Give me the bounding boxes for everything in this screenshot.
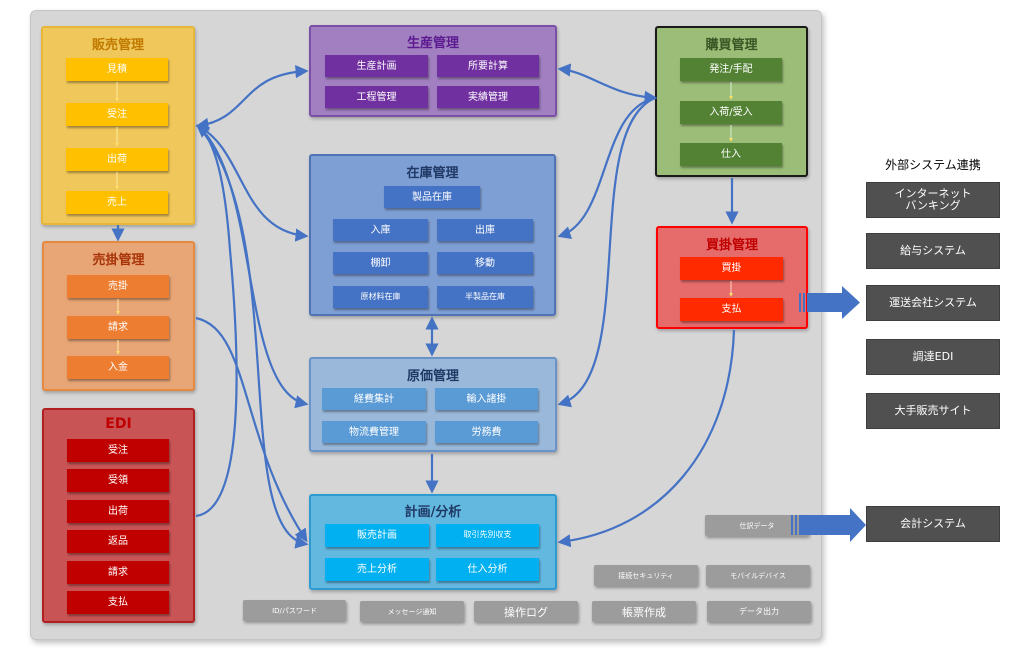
external-title: 外部システム連携 xyxy=(885,158,981,172)
inventory-item-semi[interactable]: 半製品在庫 xyxy=(437,286,533,308)
cost-item-import[interactable]: 輸入諸掛 xyxy=(435,388,538,410)
inventory-item-raw[interactable]: 原材料在庫 xyxy=(333,286,428,308)
inventory-item-receive[interactable]: 入庫 xyxy=(333,219,428,241)
ap-item-payment[interactable]: 支払 xyxy=(680,298,783,321)
inventory-item-transfer[interactable]: 移動 xyxy=(437,252,533,274)
plan-item-sales-plan[interactable]: 販売計画 xyxy=(325,524,429,547)
ap-title: 買掛管理 xyxy=(705,238,758,253)
external-marketplace[interactable]: 大手販売サイト xyxy=(866,393,1000,429)
external-internet-banking-label: インターネット バンキング xyxy=(894,187,972,212)
ar-title: 売掛管理 xyxy=(92,253,145,268)
cost-item-expense[interactable]: 経費集計 xyxy=(322,388,426,410)
sales-item-quote[interactable]: 見積 xyxy=(66,58,168,81)
edi-item-payment[interactable]: 支払 xyxy=(67,591,169,614)
purchase-title: 購買管理 xyxy=(705,38,758,53)
operation-log-button[interactable]: 操作ログ xyxy=(474,601,578,622)
external-payroll[interactable]: 給与システム xyxy=(866,233,1000,269)
production-item-mrp[interactable]: 所要計算 xyxy=(437,55,539,77)
sales-item-sales[interactable]: 売上 xyxy=(66,191,168,214)
edi-item-receipt[interactable]: 受領 xyxy=(67,469,169,492)
mobile-device-button[interactable]: モバイルデバイス xyxy=(706,565,810,586)
sales-item-order[interactable]: 受注 xyxy=(66,103,168,126)
edi-item-return[interactable]: 返品 xyxy=(67,530,169,553)
external-accounting[interactable]: 会計システム xyxy=(866,506,1000,542)
edi-item-order[interactable]: 受注 xyxy=(67,439,169,462)
purchase-item-order[interactable]: 発注/手配 xyxy=(680,58,782,81)
cost-item-labor[interactable]: 労務費 xyxy=(435,421,538,443)
purchase-item-receive[interactable]: 入荷/受入 xyxy=(680,101,782,124)
purchase-item-purchase[interactable]: 仕入 xyxy=(680,143,782,166)
journal-data-button[interactable]: 仕訳データ xyxy=(705,515,809,536)
ap-item-payable[interactable]: 買掛 xyxy=(680,257,783,280)
message-button[interactable]: メッセージ通知 xyxy=(360,601,464,622)
edi-item-ship[interactable]: 出荷 xyxy=(67,500,169,523)
security-button[interactable]: 接続セキュリティ xyxy=(594,565,698,586)
ar-item-payment[interactable]: 入金 xyxy=(67,356,169,379)
external-carrier[interactable]: 運送会社システム xyxy=(866,285,1000,321)
external-internet-banking[interactable]: インターネット バンキング xyxy=(866,182,1000,218)
production-title: 生産管理 xyxy=(406,36,459,51)
production-item-plan[interactable]: 生産計画 xyxy=(325,55,428,77)
plan-item-sales-analysis[interactable]: 売上分析 xyxy=(325,558,429,581)
data-output-button[interactable]: データ出力 xyxy=(707,601,811,622)
plan-item-purchase-analysis[interactable]: 仕入分析 xyxy=(436,558,539,581)
inventory-item-product[interactable]: 製品在庫 xyxy=(384,186,480,208)
cost-title: 原価管理 xyxy=(406,369,459,384)
ar-item-invoice[interactable]: 請求 xyxy=(67,316,169,339)
production-item-results[interactable]: 実績管理 xyxy=(437,86,539,108)
id-password-button[interactable]: ID/パスワード xyxy=(243,600,346,621)
ar-item-receivable[interactable]: 売掛 xyxy=(67,275,169,298)
inventory-item-stocktake[interactable]: 棚卸 xyxy=(333,252,428,274)
report-button[interactable]: 帳票作成 xyxy=(592,601,696,622)
cost-item-logistics[interactable]: 物流費管理 xyxy=(322,421,426,443)
edi-title: EDI xyxy=(105,416,132,432)
external-procurement-edi[interactable]: 調達EDI xyxy=(866,339,1000,375)
inventory-item-issue[interactable]: 出庫 xyxy=(437,219,533,241)
edi-item-invoice[interactable]: 請求 xyxy=(67,561,169,584)
inventory-title: 在庫管理 xyxy=(406,166,459,181)
plan-item-partner-balance[interactable]: 取引先別収支 xyxy=(436,524,539,547)
sales-title: 販売管理 xyxy=(91,38,144,53)
production-item-process[interactable]: 工程管理 xyxy=(325,86,428,108)
plan-title: 計画/分析 xyxy=(404,505,462,520)
sales-item-ship[interactable]: 出荷 xyxy=(66,148,168,171)
